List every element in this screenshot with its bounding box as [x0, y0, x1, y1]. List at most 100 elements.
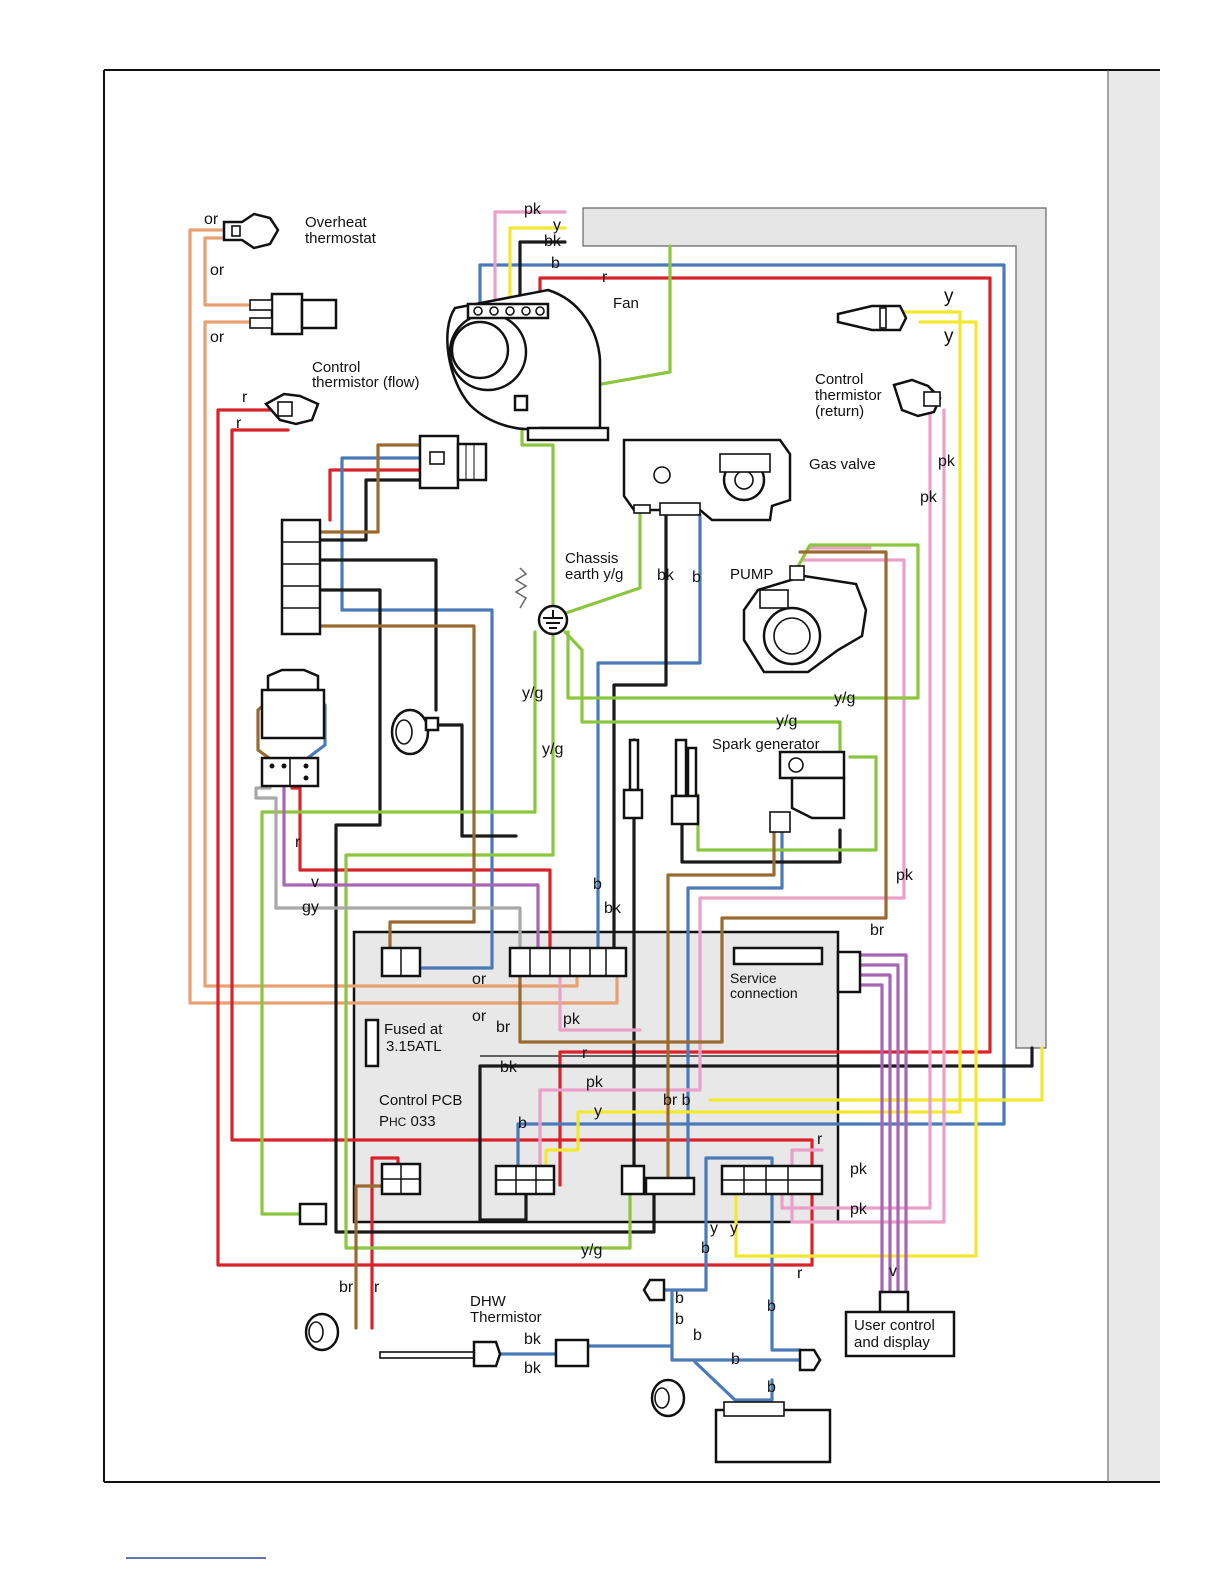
wire-pk-ret2	[790, 408, 946, 1224]
return-thermistor-label-2: thermistor	[815, 387, 882, 404]
wl-or-2: or	[210, 262, 225, 279]
wl-yg-1: y/g	[522, 685, 543, 702]
wire-b-fan	[478, 263, 1006, 1187]
wire-v-user	[858, 953, 908, 1294]
wire-bk-spark	[680, 793, 842, 864]
wire-y-fan	[508, 226, 567, 307]
pcb-label-1: Control PCB	[379, 1092, 462, 1109]
wl-b-bot-1: b	[701, 1240, 710, 1257]
wl-or-1: or	[204, 211, 219, 228]
wl-bk-dhw-2: bk	[524, 1360, 542, 1377]
wire-br-spark	[666, 828, 776, 1187]
dhw-label-2: Thermistor	[470, 1309, 542, 1326]
wire-br-pcb	[320, 624, 476, 962]
return-thermistor-label-3: (return)	[815, 403, 864, 420]
wire-bk-fan	[518, 240, 567, 307]
wl-brb-pcb: br b	[663, 1092, 691, 1109]
wire-r-conn	[328, 468, 422, 522]
dhw-label-1: DHW	[470, 1293, 507, 1310]
wl-pk-fan: pk	[524, 201, 542, 218]
control-thermistor-return	[892, 378, 942, 418]
overheat-label-2: thermostat	[305, 230, 377, 247]
overheat-label-1: Overheat	[305, 214, 368, 231]
wire-br-conn	[320, 443, 422, 534]
dhw-components	[304, 1278, 956, 1464]
spark-generator-label: Spark generator	[712, 736, 820, 753]
wl-or-3: or	[210, 329, 225, 346]
chassis-earth-label-2: earth y/g	[565, 566, 623, 583]
overheat-connector	[249, 292, 338, 336]
thermostat-mid	[390, 708, 440, 756]
wire-br-pump	[518, 550, 888, 1044]
fan-label: Fan	[613, 295, 639, 312]
chassis-frame	[582, 207, 1047, 1049]
wire-y-ret1	[544, 310, 962, 1187]
user-control-label-1: User control	[854, 1317, 935, 1334]
pressure-switch	[260, 668, 326, 788]
wl-r-pcb: r	[582, 1045, 588, 1062]
wire-pk-pcb	[558, 958, 642, 1032]
wire-or-2	[203, 236, 250, 307]
wire-v-valve	[282, 786, 540, 962]
wl-pk-ret-1: pk	[938, 453, 956, 470]
wire-y-ret3	[708, 1046, 1044, 1102]
wire-gy-valve	[254, 786, 522, 962]
wl-pk-pcb2: pk	[586, 1074, 604, 1091]
wire-yg-valve	[558, 513, 642, 617]
flow-thermistor-label-1: Control	[312, 359, 360, 376]
user-control-label-2: and display	[854, 1334, 930, 1351]
wl-y-1: y	[944, 286, 954, 307]
right-margin-band	[1108, 70, 1160, 1482]
wl-yg-bot: y/g	[581, 1242, 602, 1259]
wire-bk-pcb2	[320, 588, 656, 1234]
wl-yg-4: y/g	[542, 741, 563, 758]
pcb-connectors	[298, 946, 862, 1226]
wl-br-dhw: br	[339, 1279, 354, 1296]
wl-br-pump: br	[870, 922, 885, 939]
wire-yg-spark	[563, 630, 842, 759]
wire-r-flow	[216, 408, 814, 1267]
wire-or-1	[188, 228, 619, 1005]
wl-b-bot-4: b	[675, 1311, 684, 1328]
wl-bk-pcb2: bk	[500, 1059, 518, 1076]
spark-generator	[769, 750, 846, 833]
component-labels: Overheat thermostat Fan Control thermist…	[305, 214, 935, 1351]
wl-r-bot: r	[797, 1265, 803, 1282]
wire-yg-pump	[566, 543, 920, 700]
wl-r-pcb2: r	[817, 1131, 823, 1148]
wl-v-bot: v	[889, 1263, 897, 1280]
wl-b-bot-3: b	[767, 1298, 776, 1315]
wl-r-flow-2: r	[236, 415, 242, 432]
wl-y-bot-2: y	[730, 1220, 738, 1237]
wl-bk-pcb: bk	[604, 900, 622, 917]
wire-pk-ret1	[780, 408, 932, 1210]
wl-b-pcb2: b	[518, 1115, 527, 1132]
wire-yg-bottom	[344, 630, 632, 1250]
wire-b-conn1	[340, 456, 494, 970]
gas-valve-label: Gas valve	[809, 456, 876, 473]
wl-r-fan: r	[602, 269, 608, 286]
control-thermistor-flow	[264, 392, 320, 426]
fused-label-2: 3.15ATL	[386, 1038, 442, 1055]
wl-v-valve: v	[311, 874, 319, 891]
wl-bk-dhw-1: bk	[524, 1331, 542, 1348]
wire-b-valve	[596, 513, 702, 962]
wire-bk-valve	[612, 513, 668, 962]
service-label-1: Service	[730, 970, 777, 986]
wl-pk-pcb: pk	[563, 1011, 581, 1028]
wl-or-pcb-2: or	[472, 1008, 487, 1025]
wire-y-ret2	[734, 320, 978, 1258]
wire-bk-conn	[320, 478, 422, 542]
chassis-earth	[514, 567, 569, 636]
wire-b-spark	[686, 828, 784, 1187]
wl-b-bot-6: b	[731, 1351, 740, 1368]
wl-pk-ret-2: pk	[920, 489, 938, 506]
wire-pk-fan	[493, 210, 567, 307]
wl-b-bot-7: b	[767, 1379, 776, 1396]
wire-labels: or or or pk y bk b r y y r r pk pk bk b …	[204, 201, 956, 1396]
wl-y-2: y	[944, 326, 954, 347]
fused-label-1: Fused at	[384, 1021, 443, 1038]
connector-top	[418, 434, 488, 490]
wire-yg-left	[260, 630, 537, 1216]
flow-thermistor-label-2: thermistor (flow)	[312, 374, 420, 391]
